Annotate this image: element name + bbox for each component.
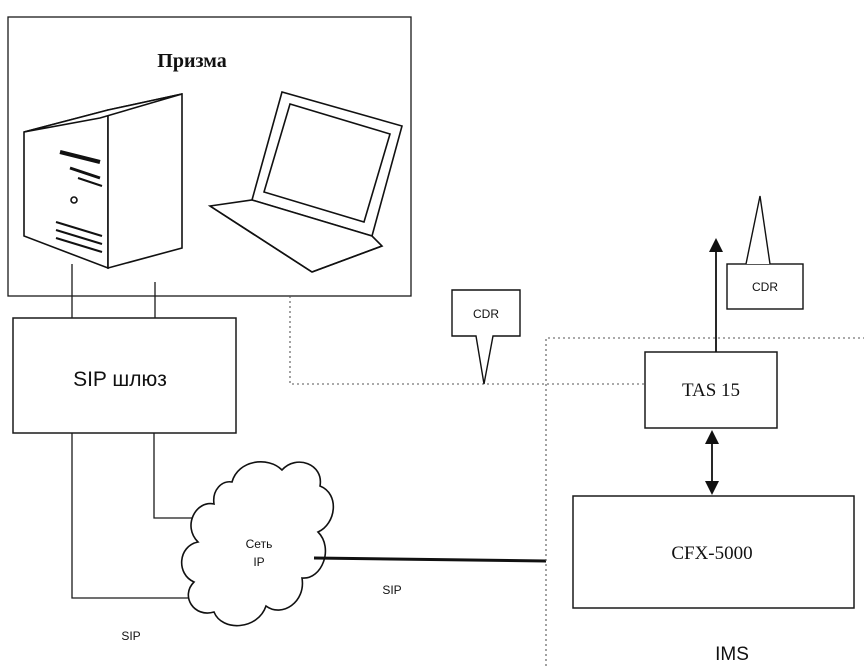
cloud-ims-link — [313, 556, 547, 563]
ims-label: IMS — [715, 644, 749, 665]
sip-gateway-label: SIP шлюз — [73, 368, 167, 391]
cdr-callout-left — [451, 289, 521, 385]
cdr-callout-right — [726, 263, 804, 310]
laptop-icon — [207, 91, 403, 273]
gateway-sip-loop — [71, 433, 200, 599]
tas-box — [644, 351, 778, 429]
sip-gateway-box — [12, 317, 237, 434]
sip-label-bottom: SIP — [121, 629, 140, 643]
cdr-label-left: CDR — [473, 307, 499, 321]
sip-label-mid: SIP — [382, 583, 401, 597]
cfx-label: CFX-5000 — [671, 543, 752, 564]
ip-network-label-line1: Сеть — [246, 537, 273, 551]
cloud-icon — [180, 461, 335, 627]
server-tower-icon — [23, 93, 183, 270]
antenna-icon — [745, 195, 771, 265]
cfx-box — [572, 495, 855, 609]
prism-title: Призма — [157, 50, 226, 72]
gateway-cloud-link — [153, 433, 200, 519]
ims-frame — [545, 337, 864, 666]
tas-cfx-arrowhead-up — [705, 430, 719, 444]
tas-cfx-arrowhead-down — [705, 481, 719, 495]
tas-output-arrowhead — [709, 238, 723, 252]
ip-network-label-line2: IP — [253, 555, 264, 569]
tas-label: TAS 15 — [682, 380, 740, 401]
cdr-label-right: CDR — [752, 280, 778, 294]
prism-frame — [7, 16, 412, 297]
